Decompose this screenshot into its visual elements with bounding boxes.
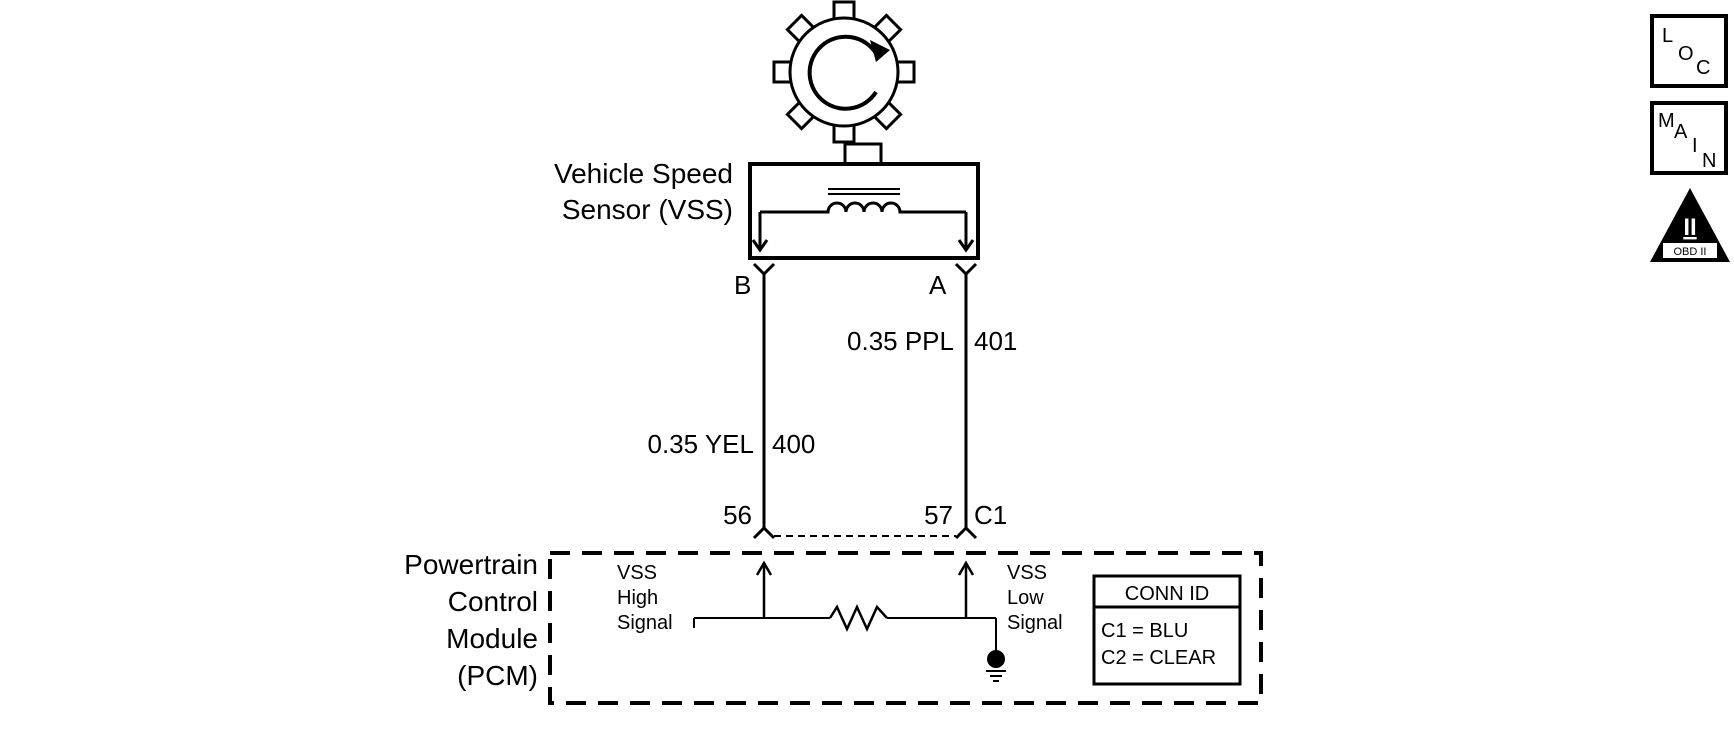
main-button[interactable]: M A I N bbox=[1650, 101, 1728, 175]
conn-id-title: CONN ID bbox=[1125, 583, 1209, 605]
loc-letter-2: O bbox=[1678, 43, 1694, 65]
vss-high-line2: High bbox=[617, 587, 658, 609]
coil-icon bbox=[760, 201, 966, 214]
pcm-name-line3: Module bbox=[446, 623, 538, 654]
wire-401-circuit: 401 bbox=[974, 326, 1017, 356]
sensor-name-line2: Sensor (VSS) bbox=[562, 194, 733, 225]
pcm-name-line4: (PCM) bbox=[457, 660, 538, 691]
pin-56-connector bbox=[752, 525, 776, 540]
pin-57-label: 57 bbox=[924, 500, 953, 530]
connector-id-label: C1 bbox=[974, 500, 1007, 530]
conn-id-row-1: C1 = BLU bbox=[1101, 620, 1188, 642]
vss-high-line3: Signal bbox=[617, 612, 673, 634]
vss-high-line1: VSS bbox=[617, 562, 657, 584]
main-letter-2: A bbox=[1674, 121, 1688, 143]
obd-numeral: II bbox=[1683, 214, 1696, 241]
obd-caption: OBD II bbox=[1673, 246, 1706, 258]
wire-401-spec: 0.35 PPL bbox=[847, 326, 954, 356]
obd-ii-button[interactable]: II OBD II bbox=[1650, 188, 1730, 262]
pcm-internal-circuit bbox=[693, 560, 1006, 682]
pin-b-connector bbox=[752, 262, 776, 277]
pin-a-connector bbox=[954, 262, 978, 277]
pcm-name-line1: Powertrain bbox=[404, 549, 538, 580]
loc-button[interactable]: L O C bbox=[1650, 14, 1728, 88]
pin-b-label: B bbox=[734, 270, 751, 300]
pcm-name-line2: Control bbox=[448, 586, 538, 617]
loc-letter-1: L bbox=[1662, 25, 1673, 47]
conn-id-table bbox=[1092, 574, 1242, 686]
main-letter-4: N bbox=[1702, 150, 1716, 172]
resistor-icon bbox=[828, 603, 888, 633]
rotation-arrow-icon bbox=[807, 34, 880, 111]
vss-sensor bbox=[748, 142, 980, 260]
pin-a-label: A bbox=[929, 270, 947, 300]
main-letter-1: M bbox=[1658, 110, 1675, 132]
vss-low-line2: Low bbox=[1007, 587, 1044, 609]
vss-low-line3: Signal bbox=[1007, 612, 1063, 634]
conn-id-row-2: C2 = CLEAR bbox=[1101, 647, 1216, 669]
reluctor-gear-icon bbox=[772, 0, 916, 144]
vss-low-line1: VSS bbox=[1007, 562, 1047, 584]
wire-400-spec: 0.35 YEL bbox=[647, 429, 754, 459]
pin-56-label: 56 bbox=[723, 500, 752, 530]
ground-icon bbox=[987, 650, 1005, 668]
pcm-box bbox=[548, 551, 1263, 705]
main-letter-3: I bbox=[1692, 135, 1698, 157]
wire-400-circuit: 400 bbox=[772, 429, 815, 459]
pin-57-connector bbox=[954, 525, 978, 540]
sensor-name-line1: Vehicle Speed bbox=[554, 158, 733, 189]
loc-letter-3: C bbox=[1696, 57, 1710, 79]
